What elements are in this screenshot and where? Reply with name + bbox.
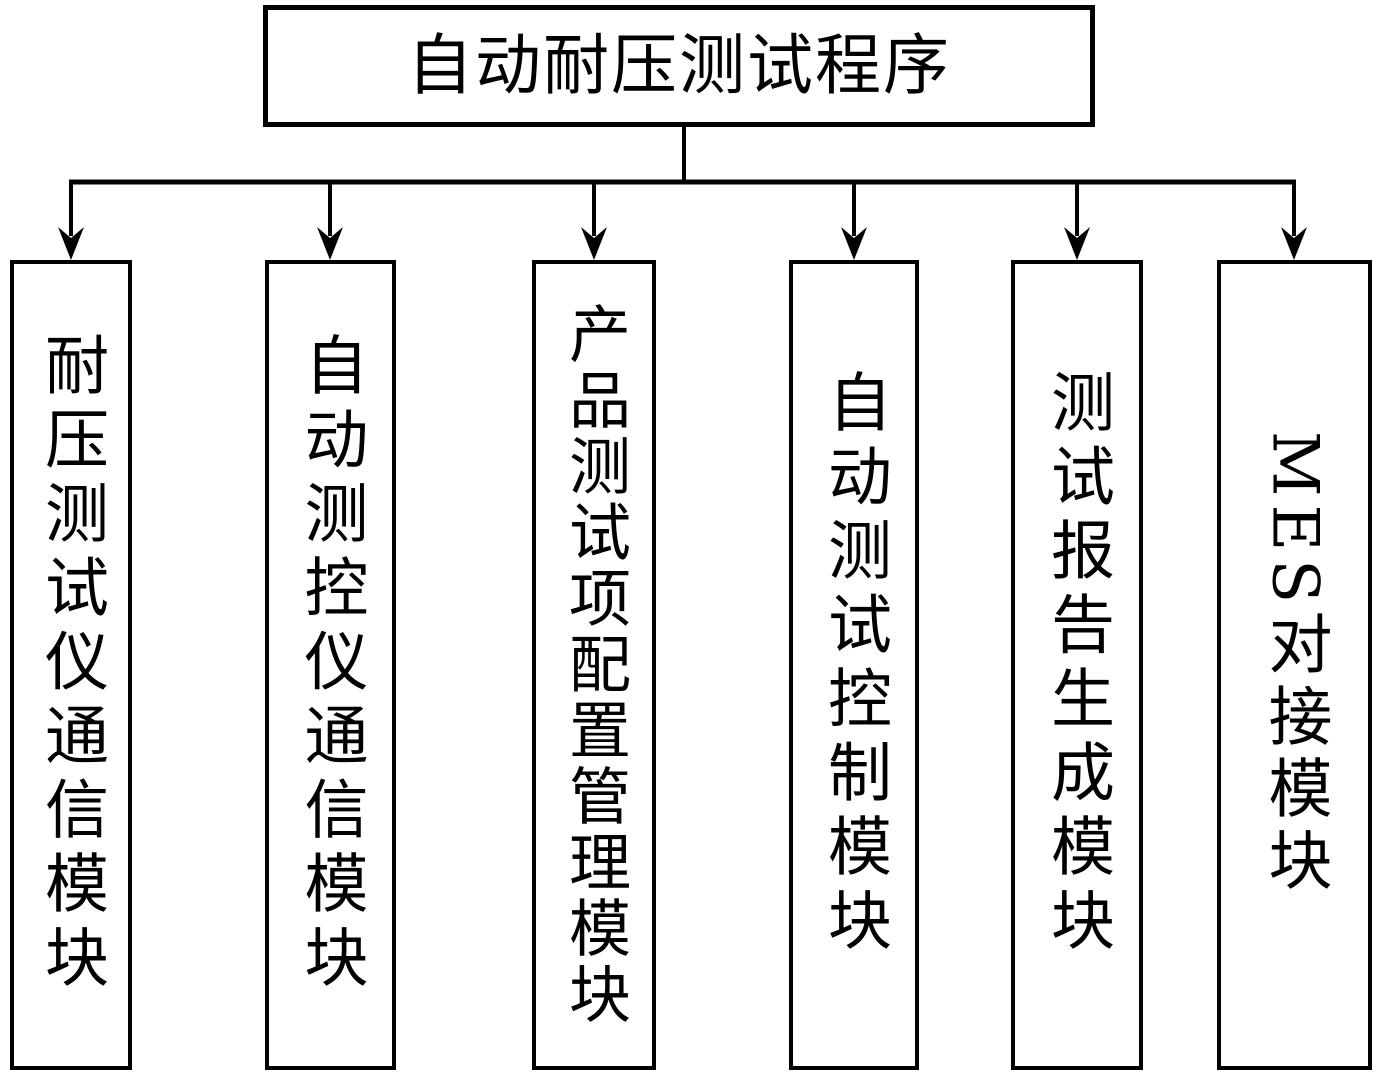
module-box-auto-controller-comm: 自动测控仪通信模块 bbox=[265, 260, 396, 1070]
arrow-down-icon bbox=[841, 227, 867, 260]
connector-arrow bbox=[1064, 180, 1090, 260]
arrow-down-icon bbox=[1064, 227, 1090, 260]
module-box-report-generation: 测试报告生成模块 bbox=[1011, 260, 1143, 1070]
connector-arrow bbox=[581, 180, 607, 260]
arrow-down-icon bbox=[58, 227, 84, 260]
module-label: MES对接模块 bbox=[1257, 430, 1332, 900]
connector-arrow bbox=[1281, 180, 1307, 260]
connector-arrow bbox=[58, 180, 84, 260]
module-label: 耐压测试仪通信模块 bbox=[34, 332, 108, 998]
arrow-down-icon bbox=[581, 227, 607, 260]
module-label: 自动测试控制模块 bbox=[817, 369, 891, 961]
module-box-withstand-tester-comm: 耐压测试仪通信模块 bbox=[10, 260, 132, 1070]
root-node: 自动耐压测试程序 bbox=[263, 5, 1095, 127]
module-box-mes-integration: MES对接模块 bbox=[1217, 260, 1372, 1070]
module-box-auto-test-control: 自动测试控制模块 bbox=[789, 260, 919, 1070]
connector-arrow bbox=[317, 180, 343, 260]
module-box-test-item-config: 产品测试项配置管理模块 bbox=[532, 260, 656, 1070]
module-label: 测试报告生成模块 bbox=[1040, 369, 1114, 961]
root-node-label: 自动耐压测试程序 bbox=[407, 27, 951, 104]
arrow-down-icon bbox=[317, 227, 343, 260]
connector-arrow bbox=[841, 180, 867, 260]
arrow-down-icon bbox=[1281, 227, 1307, 260]
module-label: 产品测试项配置管理模块 bbox=[558, 302, 631, 1028]
module-label: 自动测控仪通信模块 bbox=[293, 332, 368, 998]
